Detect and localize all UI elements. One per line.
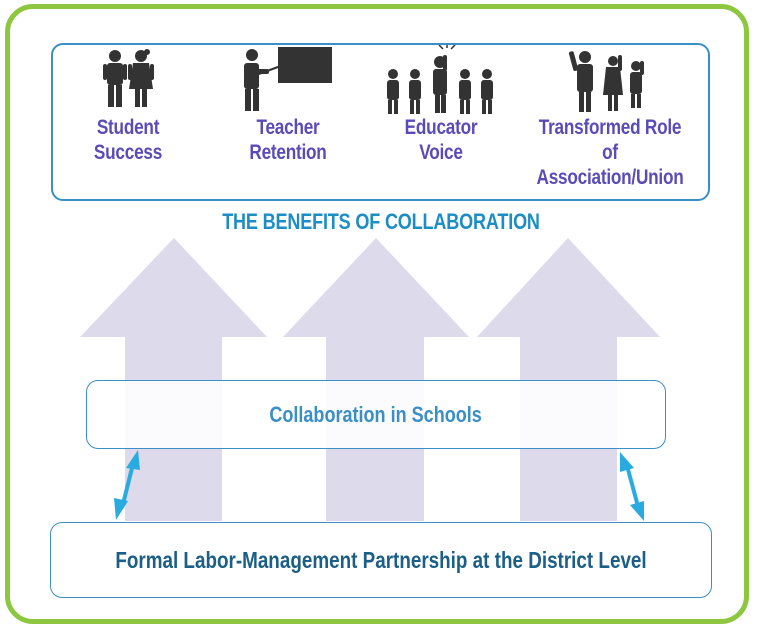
upward-arrow-right [477,238,660,521]
district-partnership-box: Formal Labor-Management Partnership at t… [50,522,712,598]
benefit-teacher-retention: Teacher Retention [228,45,348,165]
collaboration-in-schools-box: Collaboration in Schools [86,380,666,449]
benefits-box: Student Success Teacher Retention [51,43,710,201]
group-speaking-icon [387,45,493,114]
benefit-label: Teacher Retention [249,116,327,164]
teacher-at-board-icon [244,47,332,111]
benefit-label: Transformed Role of Association/Union [536,116,684,189]
benefit-transformed-role: Transformed Role of Association/Union [515,45,705,190]
benefit-student-success: Student Success [73,45,183,165]
raised-hands-group-icon [568,51,644,112]
upward-arrow-center [283,238,469,521]
benefit-label: Student Success [93,116,163,164]
district-label: Formal Labor-Management Partnership at t… [115,546,647,573]
benefit-label: Educator Voice [404,116,478,164]
schools-label: Collaboration in Schools [269,401,483,427]
students-icon [103,49,154,107]
benefits-heading: THE BENEFITS OF COLLABORATION [222,209,540,234]
benefit-educator-voice: Educator Voice [376,45,506,165]
